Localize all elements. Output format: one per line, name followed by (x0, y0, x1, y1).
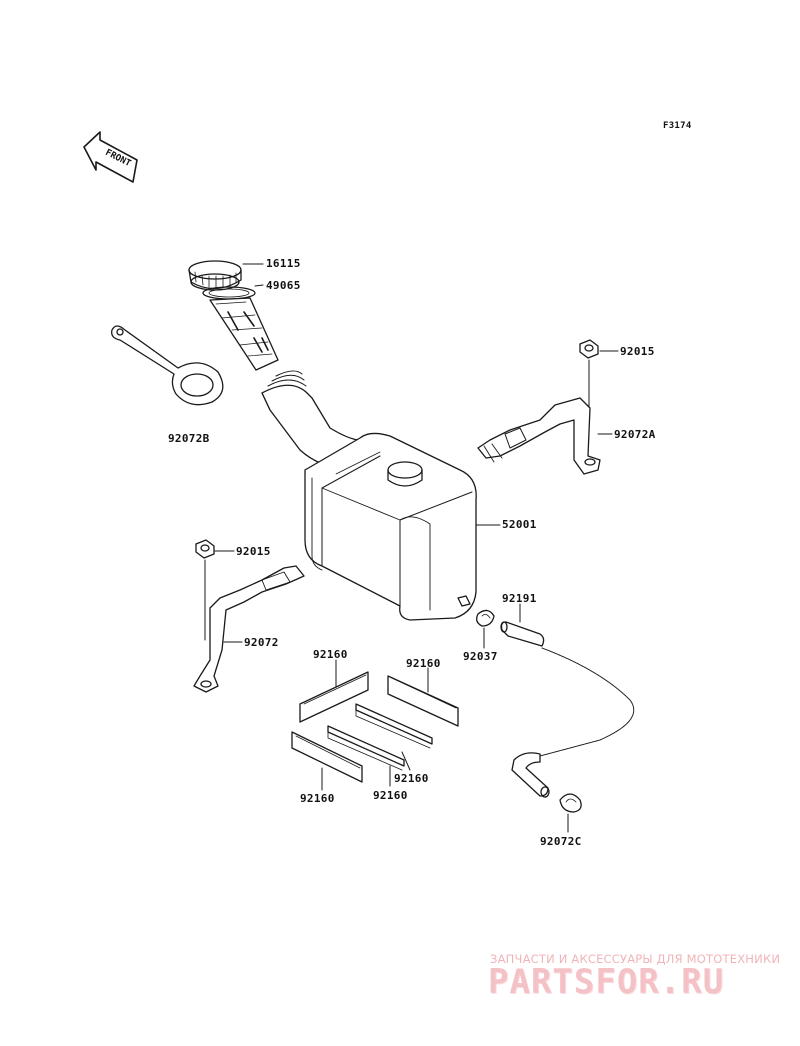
part-label-strap-a: 92072A (614, 428, 656, 441)
part-label-tank: 52001 (502, 518, 537, 531)
part-label-hose: 92191 (502, 592, 537, 605)
nut-left (195, 539, 235, 641)
part-label-pad-5: 92160 (373, 789, 408, 802)
part-label-gasket: 49065 (266, 279, 301, 292)
clamp-92037 (476, 609, 495, 649)
clamp-92072c (559, 793, 582, 833)
pad-1 (299, 659, 369, 723)
part-label-nut-right: 92015 (620, 345, 655, 358)
nut-right (579, 339, 619, 413)
part-label-nut-left: 92015 (236, 545, 271, 558)
part-label-strap-left: 92072 (244, 636, 279, 649)
diagram-ref-code: F3174 (663, 121, 692, 131)
front-direction-arrow: FRONT (83, 131, 138, 183)
pad-4 (327, 725, 411, 787)
watermark-tagline: ЗАПЧАСТИ И АКСЕССУАРЫ ДЛЯ МОТОТЕХНИКИ (490, 952, 781, 966)
gasket (202, 284, 264, 300)
pad-3 (355, 703, 433, 749)
part-label-pad-2: 92160 (406, 657, 441, 670)
filler-strainer (209, 297, 279, 371)
strap-92072b (111, 325, 224, 406)
part-label-pad-1: 92160 (313, 648, 348, 661)
hose-92191 (500, 603, 635, 798)
pad-2 (387, 667, 459, 727)
part-label-strap-b: 92072B (168, 432, 210, 445)
watermark-logo: PARTSFOR.RU (488, 962, 725, 1002)
part-label-pad-3: 92160 (394, 772, 429, 785)
part-label-clamp-small: 92037 (463, 650, 498, 663)
filler-cap (188, 260, 264, 291)
part-label-cap: 16115 (266, 257, 301, 270)
strap-92072a (477, 397, 613, 475)
oil-tank (261, 370, 501, 621)
part-label-pad-4: 92160 (300, 792, 335, 805)
part-label-clamp-c: 92072C (540, 835, 582, 848)
strap-92072 (193, 565, 305, 693)
pad-5 (291, 731, 363, 791)
